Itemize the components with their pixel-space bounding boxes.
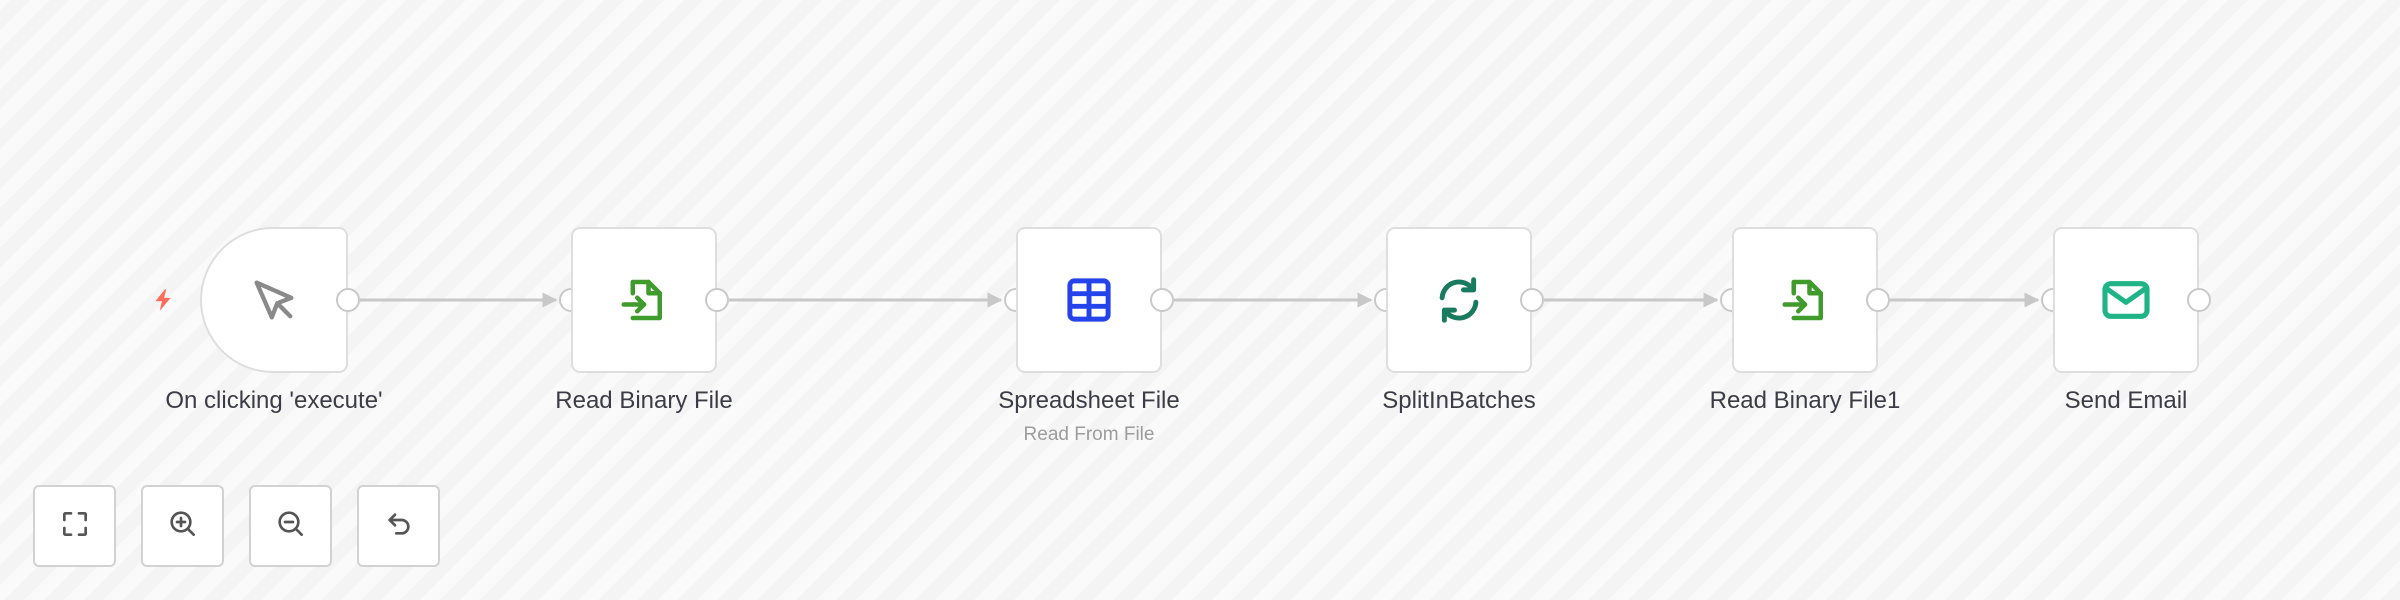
node-label: SplitInBatches xyxy=(1382,387,1536,414)
output-handle-trigger[interactable] xyxy=(336,288,360,312)
reset-zoom-button[interactable] xyxy=(357,485,440,567)
node-spreadsheet-file[interactable] xyxy=(1016,227,1162,373)
node-label: Read Binary File xyxy=(555,387,733,414)
cursor-icon xyxy=(246,272,302,328)
node-split-in-batches[interactable] xyxy=(1386,227,1532,373)
fit-view-button[interactable] xyxy=(33,485,116,567)
file-import-icon xyxy=(1777,272,1833,328)
node-read-binary-file[interactable] xyxy=(571,227,717,373)
output-handle-send-email[interactable] xyxy=(2187,288,2211,312)
node-label: Send Email xyxy=(2064,387,2188,414)
node-read-binary-file1[interactable] xyxy=(1732,227,1878,373)
node-send-email[interactable] xyxy=(2053,227,2199,373)
node-label: On clicking 'execute' xyxy=(165,387,383,414)
node-subtitle: Read From File xyxy=(1023,424,1155,445)
output-handle-read-binary-file[interactable] xyxy=(705,288,729,312)
node-label: Spreadsheet File xyxy=(998,387,1180,414)
fullscreen-icon xyxy=(59,508,91,545)
output-handle-read-binary-file1[interactable] xyxy=(1866,288,1890,312)
output-handle-spreadsheet-file[interactable] xyxy=(1150,288,1174,312)
zoom-out-button[interactable] xyxy=(249,485,332,567)
table-icon xyxy=(1061,272,1117,328)
lightning-bolt-icon xyxy=(150,286,176,314)
zoom-in-icon xyxy=(167,508,199,545)
undo-icon xyxy=(383,508,415,545)
file-import-icon xyxy=(616,272,672,328)
sync-icon xyxy=(1431,272,1487,328)
node-on-clicking-execute[interactable] xyxy=(200,227,348,373)
zoom-in-button[interactable] xyxy=(141,485,224,567)
envelope-icon xyxy=(2098,272,2154,328)
node-label: Read Binary File1 xyxy=(1709,387,1901,414)
zoom-out-icon xyxy=(275,508,307,545)
output-handle-split-in-batches[interactable] xyxy=(1520,288,1544,312)
